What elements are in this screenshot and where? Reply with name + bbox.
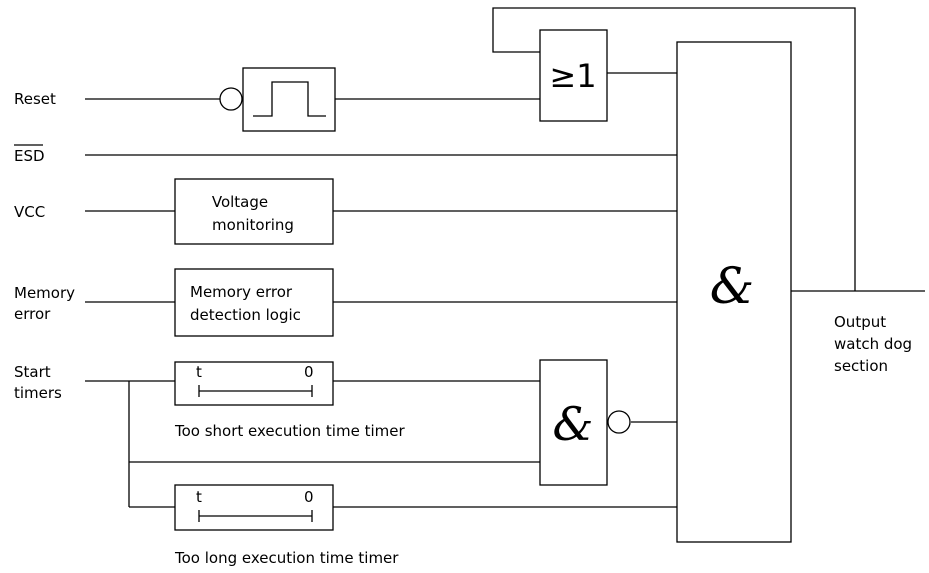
label-vcc: VCC bbox=[14, 203, 45, 221]
pulse-block bbox=[242, 67, 336, 132]
output-label-1: Output bbox=[834, 313, 886, 331]
short-timer-t: t bbox=[196, 363, 202, 381]
label-start-timers-1: Start bbox=[14, 363, 51, 381]
voltage-monitoring-block bbox=[174, 178, 334, 245]
small-and-symbol: & bbox=[553, 397, 594, 451]
short-timer-block bbox=[174, 361, 334, 406]
label-start-timers-2: timers bbox=[14, 384, 62, 402]
label-memory-error-2: error bbox=[14, 305, 51, 323]
or-gate bbox=[539, 29, 608, 122]
label-reset: Reset bbox=[14, 90, 56, 108]
long-timer-caption: Too long execution time timer bbox=[174, 549, 399, 567]
long-timer-zero: 0 bbox=[304, 488, 314, 506]
small-and-inverter-bubble bbox=[607, 410, 631, 434]
pulse-icon bbox=[253, 81, 326, 117]
small-and-gate bbox=[539, 359, 608, 486]
memerr-label-1: Memory error bbox=[190, 283, 293, 301]
memerr-label-2: detection logic bbox=[190, 306, 301, 324]
output-label-2: watch dog bbox=[834, 335, 912, 353]
output-label-3: section bbox=[834, 357, 888, 375]
label-memory-error-1: Memory bbox=[14, 284, 75, 302]
output-label: Output watch dog section bbox=[834, 313, 912, 375]
voltage-label-1: Voltage bbox=[212, 193, 268, 211]
memory-error-detection-block bbox=[174, 268, 334, 337]
long-timer-block bbox=[174, 484, 334, 531]
reset-inverter-bubble bbox=[219, 87, 243, 111]
input-labels: Reset ESD VCC Memory error Start timers bbox=[14, 90, 75, 402]
long-timer-t: t bbox=[196, 488, 202, 506]
main-and-symbol: & bbox=[710, 257, 755, 315]
voltage-label-2: monitoring bbox=[212, 216, 294, 234]
wires bbox=[85, 7, 925, 508]
wire-feedback bbox=[492, 7, 856, 291]
main-and-gate bbox=[676, 41, 792, 543]
short-timer-zero: 0 bbox=[304, 363, 314, 381]
label-esd: ESD bbox=[14, 147, 45, 165]
short-timer-caption: Too short execution time timer bbox=[174, 422, 405, 440]
or-gate-symbol: ≥1 bbox=[549, 57, 596, 95]
